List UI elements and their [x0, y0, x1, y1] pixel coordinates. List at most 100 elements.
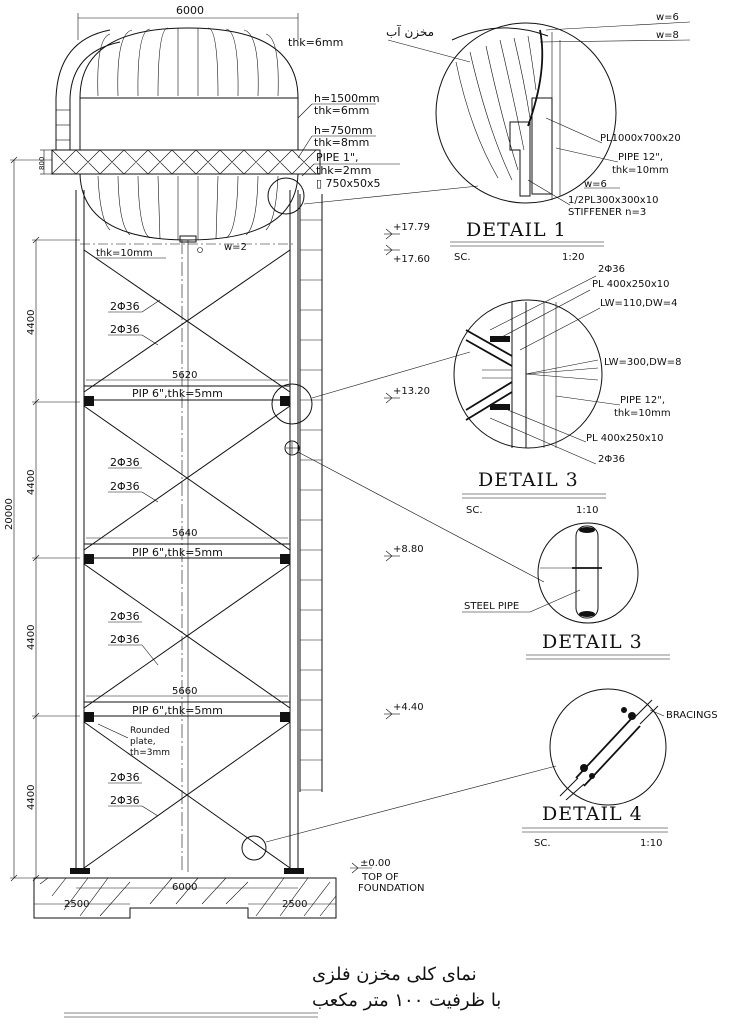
- detail3-label-bar-top: 2Φ36: [598, 264, 625, 275]
- rounded-plate-leader: [97, 723, 129, 739]
- detail4-sc: SC.: [534, 838, 551, 849]
- foundation-width-right: 2500: [282, 899, 307, 910]
- bracing-label: 2Φ36: [110, 456, 140, 469]
- detail1-title: DETAIL 1: [466, 219, 567, 241]
- horizontal-3-label: PIP 6",thk=5mm: [132, 704, 223, 717]
- caption-line-1: نمای کلی مخزن فلزی: [312, 964, 477, 985]
- left-dimensions: [10, 149, 80, 882]
- detail3-title: DETAIL 3: [478, 469, 579, 491]
- bracing-label: 2Φ36: [110, 300, 140, 313]
- tank-shell: [79, 97, 299, 151]
- horizontal-1-label: PIP 6",thk=5mm: [132, 387, 223, 400]
- tank-roof: [55, 27, 299, 150]
- detail1-label-stiffener: STIFFENER n=3: [568, 207, 646, 218]
- tank-bottom: [79, 173, 299, 243]
- rounded-plate-text-1: Rounded: [130, 726, 170, 736]
- detail3b-view: [537, 522, 639, 624]
- panel-height-1: 4400: [26, 310, 37, 335]
- detail4-view: [549, 688, 667, 806]
- shell-note-1: h=1500mm: [314, 92, 380, 105]
- detail3-label-lw300: LW=300,DW=8: [604, 357, 682, 368]
- tower-horizontals: [83, 379, 291, 722]
- top-of-foundation-1: TOP OF: [361, 872, 399, 883]
- detail3-scale: 1:10: [576, 505, 598, 516]
- foundation: [33, 868, 337, 919]
- detail3-label-pl-bot: PL 400x250x10: [586, 433, 664, 444]
- bracing-label: 2Φ36: [110, 771, 140, 784]
- detail1-label-w6b: w=6: [584, 179, 607, 190]
- detail3-label-bar-bot: 2Φ36: [598, 454, 625, 465]
- detail4-callout-circle: [241, 835, 267, 861]
- detail1-label-w8: w=8: [656, 30, 679, 41]
- detail1-label-thk: thk=10mm: [612, 165, 669, 176]
- tower-legs: [75, 190, 299, 872]
- bracing-label: 2Φ36: [110, 794, 140, 807]
- shell-note-2: thk=6mm: [314, 104, 369, 117]
- top-dimension: 6000: [77, 4, 299, 40]
- elevation-1779: +17.79: [393, 222, 430, 233]
- rounded-plate-text-3: th=3mm: [130, 748, 170, 758]
- pipe1-note-2: thk=2mm: [316, 164, 371, 177]
- elevation-1320: +13.20: [393, 386, 430, 397]
- detail3-label-thk: thk=10mm: [614, 408, 671, 419]
- detail3-view: [453, 299, 603, 449]
- shell-note-3: h=750mm: [314, 124, 373, 137]
- elevation-000: ±0.00: [360, 858, 391, 869]
- detail1-leader: [303, 185, 479, 205]
- caption-line-2: با ظرفیت ۱۰۰ متر مکعب: [312, 990, 501, 1011]
- top-dimension-text: 6000: [176, 4, 204, 17]
- bracing-labels: [108, 299, 161, 817]
- bracing-label: 2Φ36: [110, 610, 140, 623]
- detail4-scale: 1:10: [640, 838, 662, 849]
- bottom-thickness-text: thk=10mm: [96, 248, 153, 259]
- panel-height-2: 4400: [26, 470, 37, 495]
- foundation-width-left: 2500: [64, 899, 89, 910]
- detail4-leader: [265, 765, 557, 843]
- bracings-label: BRACINGS: [666, 710, 718, 721]
- detail4-title: DETAIL 4: [542, 803, 643, 825]
- detail3b-title: DETAIL 3: [542, 631, 643, 653]
- foundation-width-total: 6000: [172, 882, 197, 893]
- horizontal-3-width: 5660: [172, 686, 197, 697]
- ladder: [299, 194, 323, 792]
- detail1-tank-label: مخزن آب: [386, 24, 434, 40]
- rounded-plate-text-2: plate,: [130, 737, 156, 747]
- top-of-foundation-2: FOUNDATION: [358, 883, 424, 894]
- detail1-label-w6: w=6: [656, 12, 679, 23]
- detail3-leader: [311, 351, 471, 399]
- detail3b-leader: [297, 451, 545, 583]
- steel-pipe-label: STEEL PIPE: [464, 601, 519, 612]
- overall-height-text: 20000: [4, 498, 15, 530]
- cross-bracing: [83, 249, 291, 869]
- pipe1-note-3: ▯ 750x50x5: [316, 177, 381, 190]
- elevation-marks: [350, 228, 400, 874]
- weld-symbol: [197, 247, 203, 253]
- detail1-sc: SC.: [454, 252, 471, 263]
- bracing-label: 2Φ36: [110, 480, 140, 493]
- elevation-880: +8.80: [393, 544, 424, 555]
- detail1-view: [435, 22, 617, 204]
- stiffening-ring: [51, 149, 321, 175]
- ring-height-text: 800: [38, 157, 46, 170]
- detail3-label-pipe: PIPE 12",: [620, 395, 665, 406]
- weld-size-text: w=2: [224, 242, 247, 253]
- detail3-label-lw110: LW=110,DW=4: [600, 298, 678, 309]
- elevation-1760: +17.60: [393, 254, 430, 265]
- bracing-label: 2Φ36: [110, 633, 140, 646]
- detail3-sc: SC.: [466, 505, 483, 516]
- shell-note-4: thk=8mm: [314, 136, 369, 149]
- roof-thickness-text: thk=6mm: [288, 36, 343, 49]
- panel-height-3: 4400: [26, 625, 37, 650]
- elevation-440: +4.40: [393, 702, 424, 713]
- pipe1-note-1: PIPE 1",: [316, 151, 359, 164]
- panel-height-4: 4400: [26, 785, 37, 810]
- detail1-label-pl: PL1000x700x20: [600, 133, 681, 144]
- bracing-label: 2Φ36: [110, 323, 140, 336]
- detail3-label-pl-top: PL 400x250x10: [592, 279, 670, 290]
- detail1-scale: 1:20: [562, 252, 584, 263]
- horizontal-2-label: PIP 6",thk=5mm: [132, 546, 223, 559]
- horizontal-2-width: 5640: [172, 528, 197, 539]
- detail3b-callout-circle: [284, 440, 300, 456]
- detail1-callout-circle: [267, 177, 305, 215]
